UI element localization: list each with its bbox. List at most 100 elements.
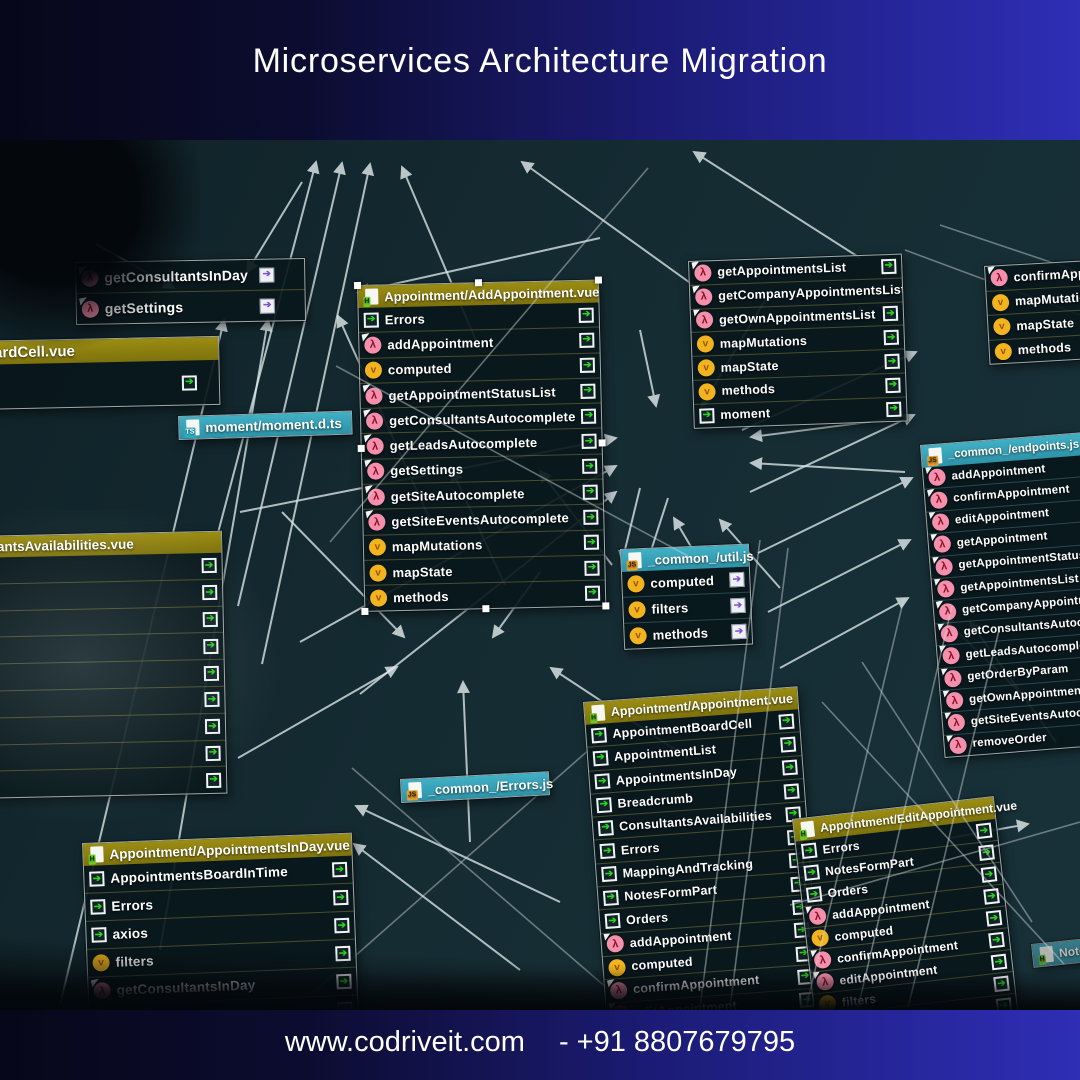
computed-icon: v <box>369 589 388 607</box>
module-icon: ➔ <box>596 796 613 813</box>
file-icon: H <box>799 820 816 841</box>
export-icon: ➔ <box>582 459 598 475</box>
export-icon: ➔ <box>781 759 798 776</box>
node-consultant-board-cell[interactable]: ultantBoardCell.vue➔ <box>0 335 221 411</box>
row-label: addAppointment <box>387 334 494 353</box>
node-title-text: _common_/util.js <box>647 547 754 568</box>
node-title-text: moment/moment.d.ts <box>205 415 343 435</box>
node-row[interactable]: ➔ <box>0 360 219 410</box>
file-type-tag: JS <box>626 560 638 571</box>
row-label: filters <box>841 991 877 1009</box>
selection-handle[interactable] <box>357 445 365 453</box>
row-label: getConsultantsAutocomplete <box>388 408 576 429</box>
export-icon: ➔ <box>331 861 348 878</box>
computed-icon: v <box>368 538 387 557</box>
node-title-text: Notes/N <box>1058 941 1080 961</box>
function-icon: λ <box>366 437 384 455</box>
export-icon: ➔ <box>783 782 800 800</box>
row-label: editAppointment <box>634 998 738 1010</box>
selection-handle[interactable] <box>594 276 603 284</box>
export-icon: ➔ <box>995 997 1013 1010</box>
computed-icon: v <box>364 361 383 380</box>
website-link[interactable]: www.codriveit.com <box>284 1025 525 1058</box>
row-label: Errors <box>821 838 861 857</box>
row-label: computed <box>650 573 715 591</box>
file-type-tag: H <box>88 854 96 865</box>
file-type-tag: JS <box>406 790 418 801</box>
row-label: mapMutations <box>391 537 483 555</box>
export-icon: ➔ <box>731 623 747 640</box>
file-type-tag: H <box>589 713 598 724</box>
row-label: Orders <box>826 881 869 900</box>
row-label: getSettings <box>390 462 464 479</box>
row-label: getCompanyAppointmentsList <box>718 282 903 304</box>
export-icon: ➔ <box>584 560 600 576</box>
node-errors-js[interactable]: JS_common_/Errors.js <box>400 771 554 803</box>
row-label: methods <box>652 625 709 643</box>
function-icon: λ <box>942 646 961 666</box>
export-icon: ➔ <box>202 611 218 628</box>
selection-handle[interactable] <box>602 601 610 610</box>
export-icon: ➔ <box>780 736 797 753</box>
export-icon: ➔ <box>334 917 350 934</box>
node-title: JS_common_/Errors.js <box>401 772 554 802</box>
function-icon: λ <box>934 557 954 576</box>
module-icon: ➔ <box>699 407 715 424</box>
row-label: mapMutations <box>719 333 808 351</box>
row-label: mapState <box>720 358 779 375</box>
module-icon: ➔ <box>805 886 823 903</box>
module-icon: ➔ <box>604 912 621 929</box>
module-icon: ➔ <box>590 727 607 744</box>
export-icon: ➔ <box>259 267 275 283</box>
function-icon: λ <box>367 462 385 481</box>
selection-handle[interactable] <box>598 439 606 447</box>
function-icon: λ <box>990 268 1009 287</box>
export-icon: ➔ <box>203 665 220 681</box>
export-icon: ➔ <box>205 745 221 762</box>
selection-handle[interactable] <box>353 281 362 290</box>
row-label: getConsultantsInDay <box>116 977 256 998</box>
module-icon: ➔ <box>363 312 379 328</box>
export-icon: ➔ <box>990 953 1008 971</box>
export-icon: ➔ <box>203 638 219 654</box>
module-icon: ➔ <box>592 750 609 767</box>
node-consultants-availabilities[interactable]: nt/ConsultantsAvailabilities.vue➔BoardCe… <box>0 530 228 801</box>
selection-handle[interactable] <box>361 607 369 615</box>
selection-handle[interactable] <box>474 279 483 287</box>
function-icon: λ <box>929 490 948 509</box>
module-icon: ➔ <box>800 842 818 860</box>
export-icon: ➔ <box>886 401 902 417</box>
row-label: mapState <box>1016 315 1075 334</box>
export-icon: ➔ <box>579 357 596 374</box>
export-icon: ➔ <box>983 888 1000 905</box>
export-icon: ➔ <box>579 332 595 348</box>
file-icon: JS <box>626 552 642 571</box>
photo-corner-shadow <box>0 140 200 360</box>
export-icon: ➔ <box>201 558 217 574</box>
row-label: Orders <box>625 909 669 927</box>
node-row[interactable]: ➔ <box>0 766 227 800</box>
node-row[interactable]: v methods ➔ <box>624 617 753 649</box>
footer-band: www.codriveit.com - +91 8807679795 <box>0 1010 1080 1080</box>
computed-icon: v <box>628 600 646 619</box>
row-label: getAppointmentsList <box>717 260 847 280</box>
computed-icon: v <box>629 626 647 645</box>
selection-handle[interactable] <box>482 604 490 612</box>
export-icon: ➔ <box>978 844 995 861</box>
export-icon: ➔ <box>980 866 998 883</box>
computed-icon: v <box>627 575 645 593</box>
